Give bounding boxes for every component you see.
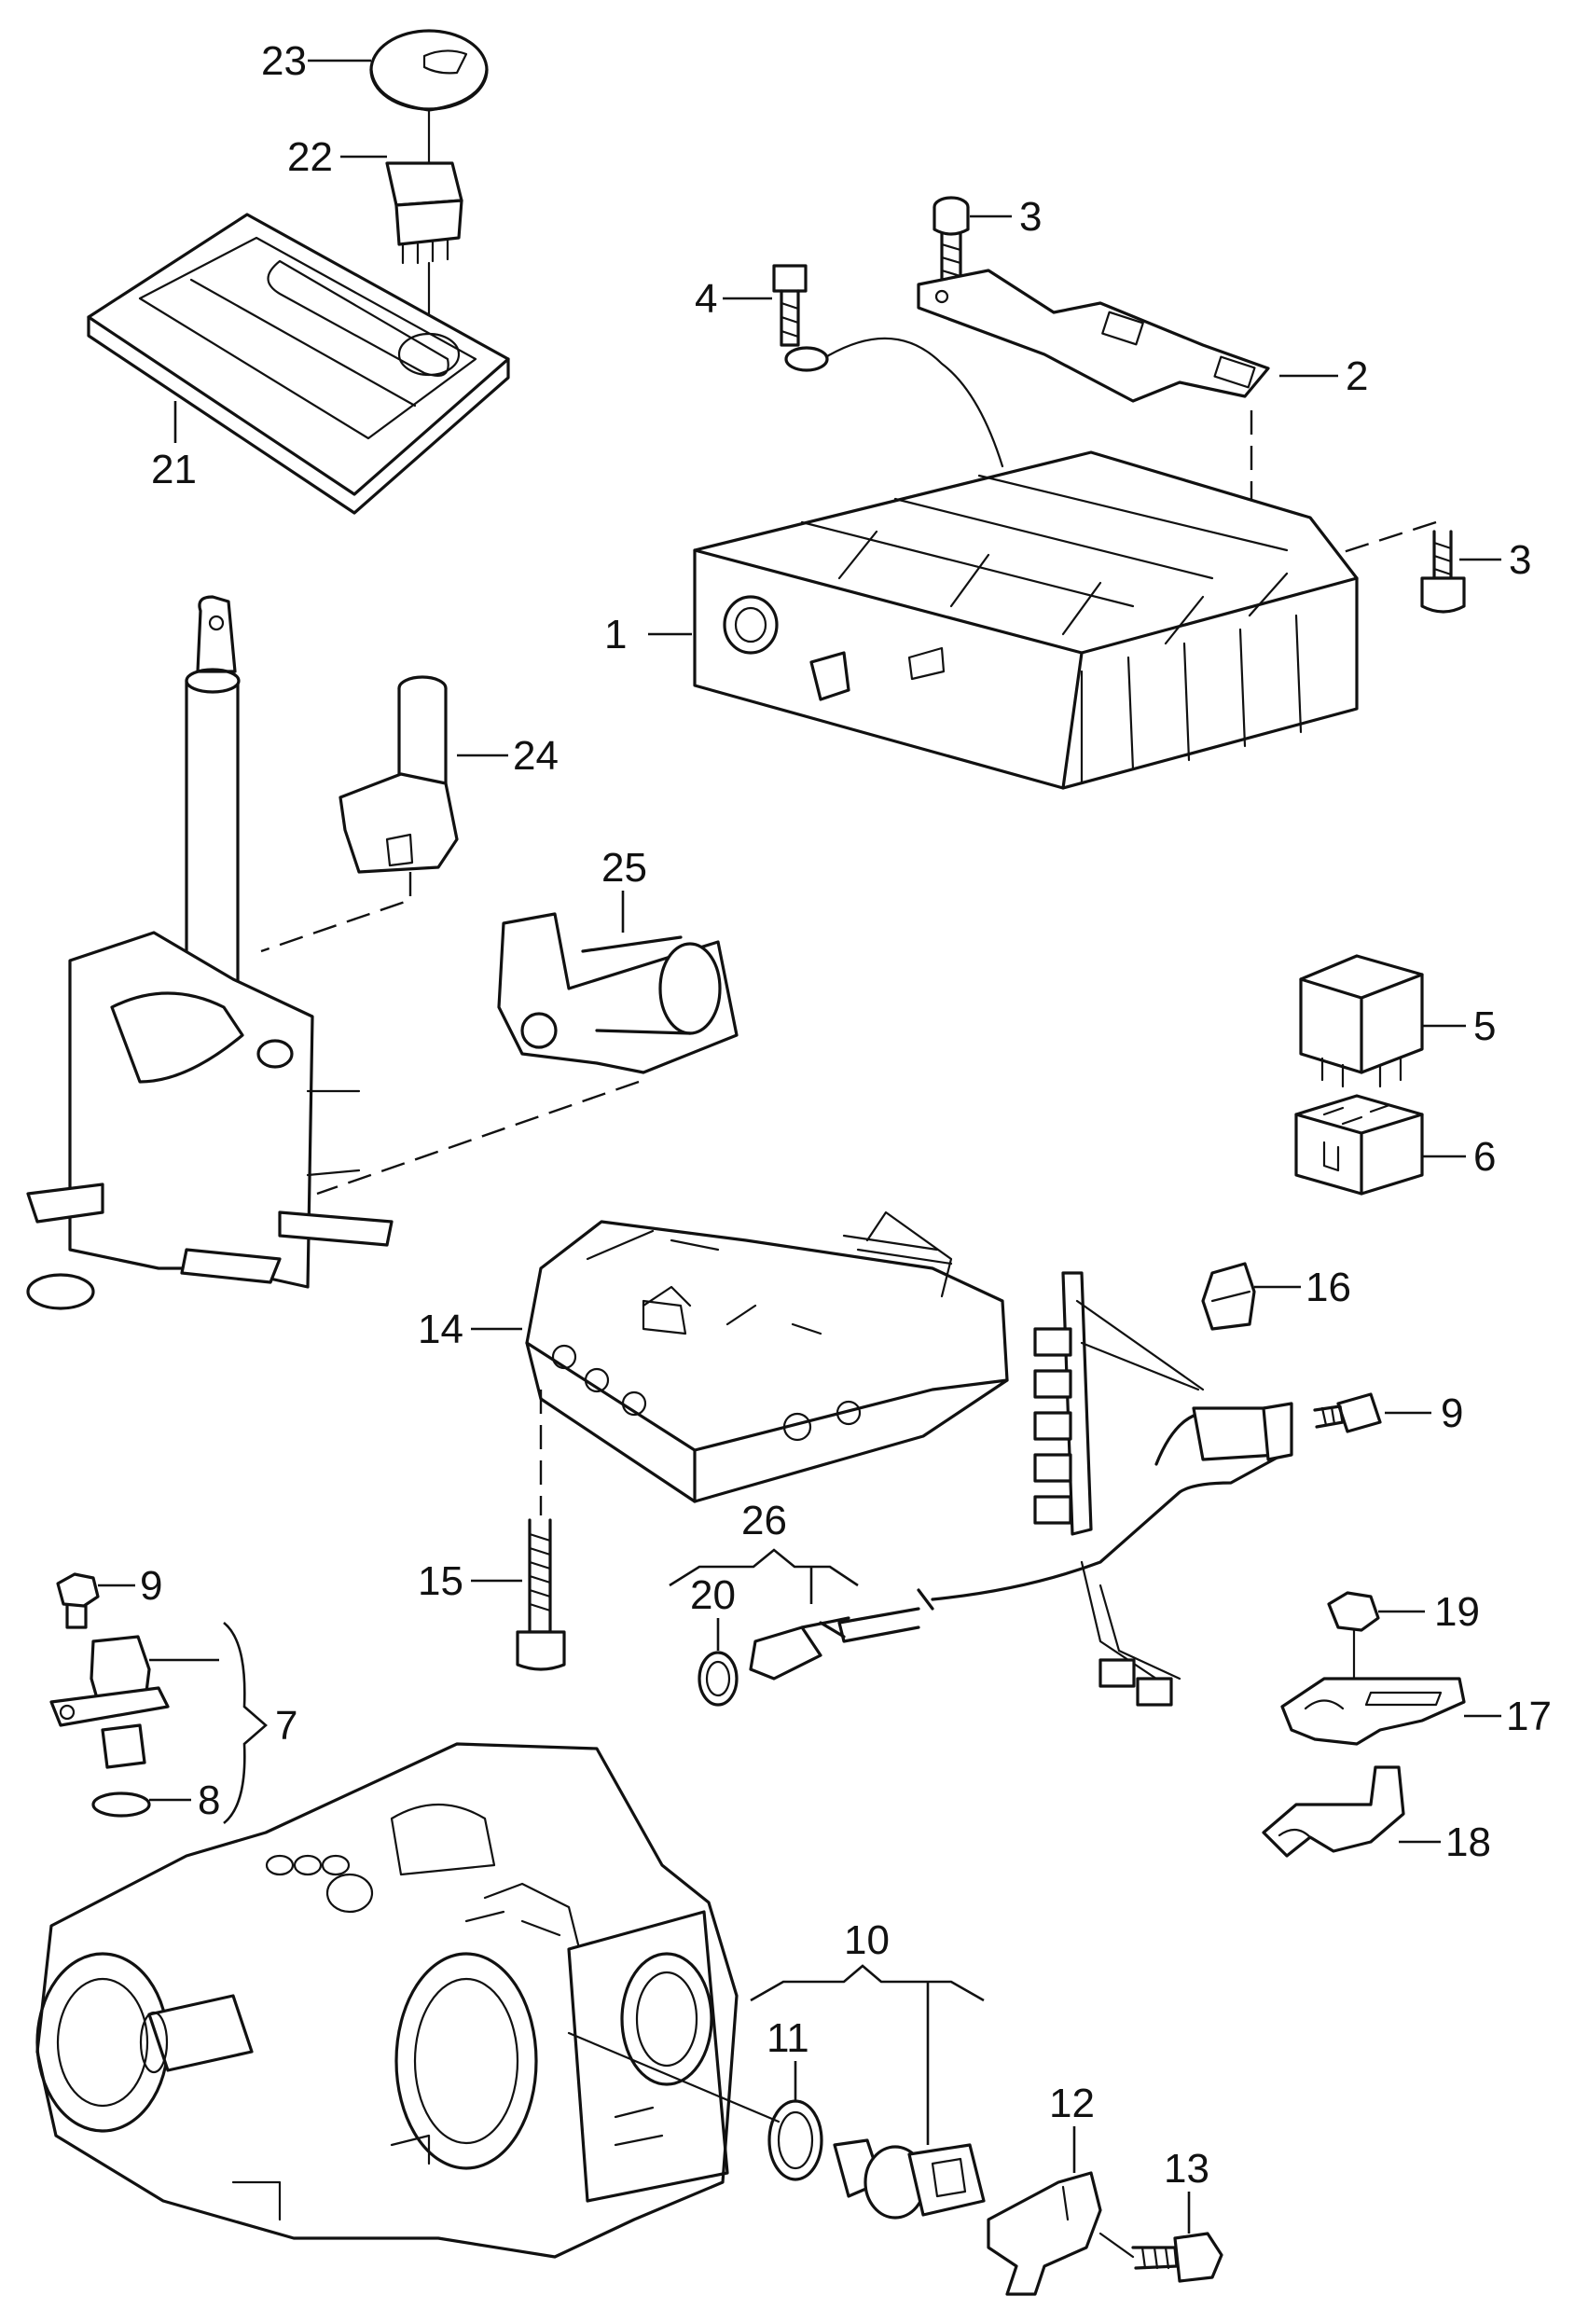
- callout-3-top: 3: [1019, 194, 1042, 240]
- part-21-selector-plate: [87, 213, 510, 515]
- callout-6: 6: [1473, 1134, 1496, 1180]
- callout-10: 10: [844, 1917, 890, 1963]
- part-6-relay-socket: [1294, 1094, 1424, 1196]
- part-16-clip: [1201, 1262, 1256, 1331]
- part-8-o-ring: [91, 1791, 151, 1818]
- dash-24: [260, 872, 412, 953]
- dash-25: [316, 1080, 640, 1196]
- callout-3-right: 3: [1509, 537, 1531, 583]
- part-12-selector-fork: [987, 2171, 1102, 2296]
- part-13-bolt: [1098, 2232, 1223, 2283]
- part-7-speed-sensor: [49, 1635, 170, 1769]
- part-4-ground-bolt: [772, 264, 1004, 468]
- part-20-seal-ring: [698, 1651, 739, 1707]
- part-9-bolt-left: [56, 1572, 100, 1629]
- part-3-screw-right: [1420, 530, 1466, 614]
- transmission-housing: [35, 1742, 781, 2259]
- part-15-bolt: [516, 1518, 566, 1671]
- callout-25: 25: [601, 845, 647, 891]
- part-2-bracket: [917, 269, 1270, 403]
- part-10-multifunction-switch: [833, 2138, 986, 2220]
- callout-1: 1: [604, 612, 627, 657]
- callout-8: 8: [198, 1778, 220, 1823]
- callout-19: 19: [1434, 1589, 1480, 1635]
- brace-7: [223, 1621, 268, 1825]
- callout-2: 2: [1346, 353, 1368, 399]
- part-14-valve-body: [525, 1210, 1009, 1503]
- part-3-screw-top: [933, 196, 970, 282]
- selector-lever-assembly: [26, 595, 394, 1310]
- callout-9-left: 9: [140, 1563, 162, 1609]
- callout-14: 14: [418, 1307, 463, 1352]
- callout-4: 4: [695, 276, 717, 322]
- callout-11: 11: [767, 2015, 809, 2061]
- part-24-sensor: [338, 675, 459, 874]
- part-17-retaining-plate: [1280, 1677, 1466, 1746]
- part-1-control-unit: [693, 450, 1359, 790]
- callout-17: 17: [1506, 1694, 1552, 1739]
- part-23-knob-cap: [369, 29, 489, 112]
- part-9-bolt-right: [1313, 1392, 1382, 1433]
- callout-20: 20: [690, 1572, 736, 1618]
- callout-23: 23: [261, 38, 307, 84]
- brace-26: [669, 1548, 859, 1604]
- callout-9-right: 9: [1441, 1390, 1463, 1436]
- part-11-seal: [767, 2099, 823, 2181]
- callout-15: 15: [418, 1558, 463, 1604]
- part-19-nut: [1327, 1591, 1380, 1681]
- callout-24: 24: [513, 733, 559, 779]
- callout-26: 26: [741, 1498, 787, 1543]
- callout-18: 18: [1445, 1819, 1491, 1865]
- brace-10: [750, 1964, 985, 2145]
- callout-22: 22: [287, 134, 333, 180]
- callout-5: 5: [1473, 1003, 1496, 1049]
- callout-7: 7: [275, 1703, 297, 1749]
- callout-13: 13: [1164, 2146, 1209, 2192]
- part-25-solenoid: [497, 912, 739, 1074]
- part-26-wiring-harness: [749, 1271, 1293, 1707]
- part-5-relay: [1299, 954, 1424, 1088]
- callout-16: 16: [1306, 1265, 1351, 1310]
- part-18-fork: [1262, 1765, 1405, 1858]
- callout-21: 21: [151, 447, 197, 492]
- callout-12: 12: [1049, 2081, 1095, 2126]
